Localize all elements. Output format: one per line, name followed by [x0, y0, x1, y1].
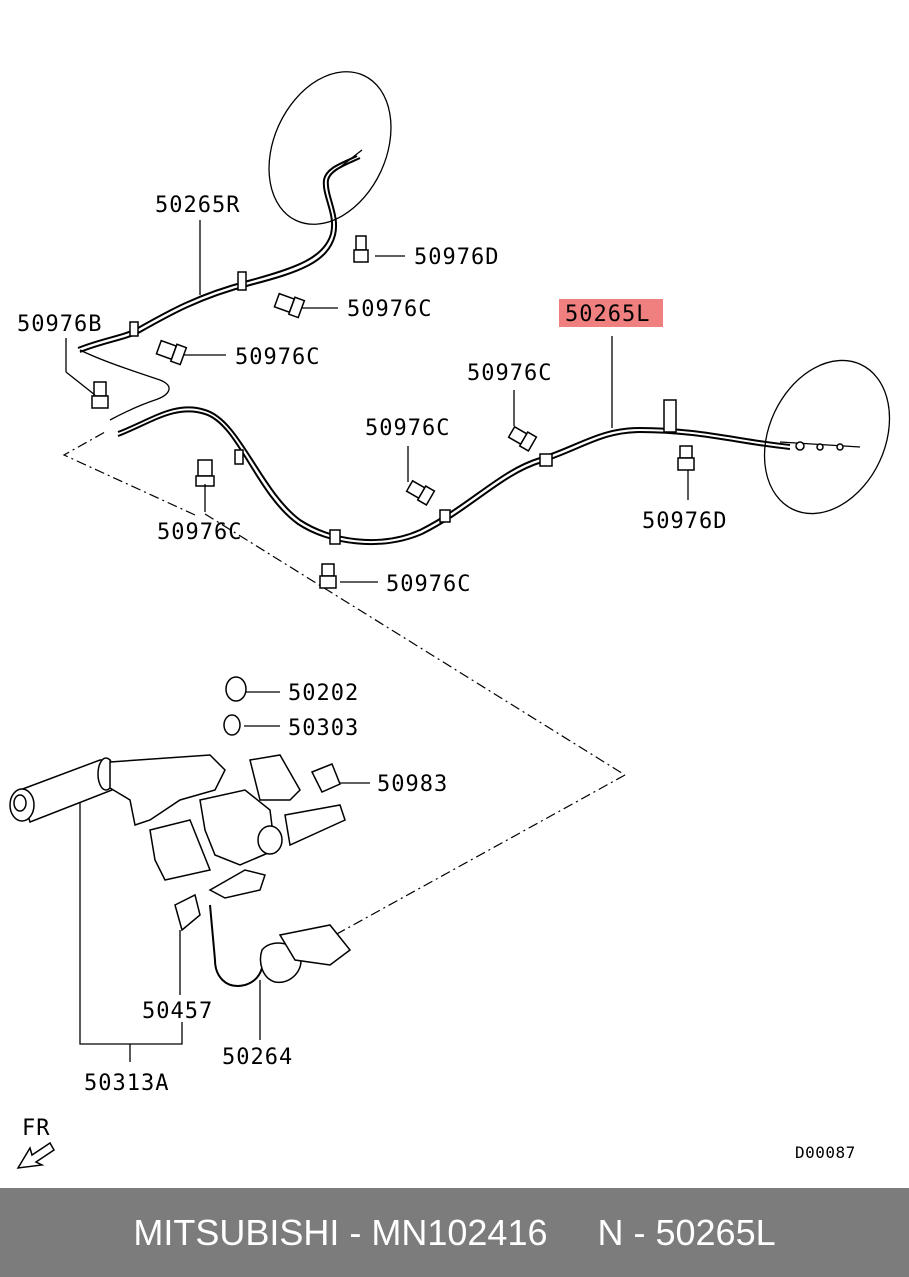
cable-50265L: [117, 406, 861, 545]
highlight-50265L: [559, 299, 663, 327]
front-arrow-icon: [16, 1141, 55, 1169]
label-50265L: 50265L: [565, 302, 650, 327]
label-50976B: 50976B: [17, 312, 102, 337]
label-50976C-mid2: 50976C: [365, 416, 450, 441]
label-fr: FR: [22, 1116, 51, 1141]
relation-dashed-lines: [62, 431, 626, 936]
label-50976C-left: 50976C: [235, 345, 320, 370]
label-50265R: 50265R: [155, 193, 240, 218]
leader-lines: [65, 220, 689, 1062]
cable-50265R: [77, 149, 363, 421]
bolt-parts: [91, 235, 695, 589]
label-50264: 50264: [222, 1045, 293, 1070]
parking-brake-lever-assembly: [9, 676, 352, 987]
part-number-footer: MITSUBISHI - MN102416 N - 50265L: [0, 1188, 909, 1277]
label-50976C-bottom: 50976C: [386, 572, 471, 597]
label-50976D-right: 50976D: [642, 509, 727, 534]
footer-text: MITSUBISHI - MN102416 N - 50265L: [133, 1211, 776, 1253]
right-wheel-outline: [268, 71, 392, 225]
left-wheel-outline: [763, 359, 891, 515]
label-50976D-top: 50976D: [414, 245, 499, 270]
label-50303: 50303: [288, 716, 359, 741]
diagram-code: D00087: [795, 1143, 856, 1162]
label-50976C-mid1: 50976C: [467, 361, 552, 386]
cable-clips: [129, 271, 677, 545]
label-50202: 50202: [288, 681, 359, 706]
label-50457: 50457: [142, 999, 213, 1024]
label-50976C-top: 50976C: [347, 297, 432, 322]
label-50313A: 50313A: [84, 1071, 169, 1096]
parking-brake-cable-diagram: 50265R 50976D 50976C 50976B 50976C 50265…: [9, 71, 891, 1169]
label-50983: 50983: [377, 772, 448, 797]
label-50976C-lower: 50976C: [157, 520, 242, 545]
